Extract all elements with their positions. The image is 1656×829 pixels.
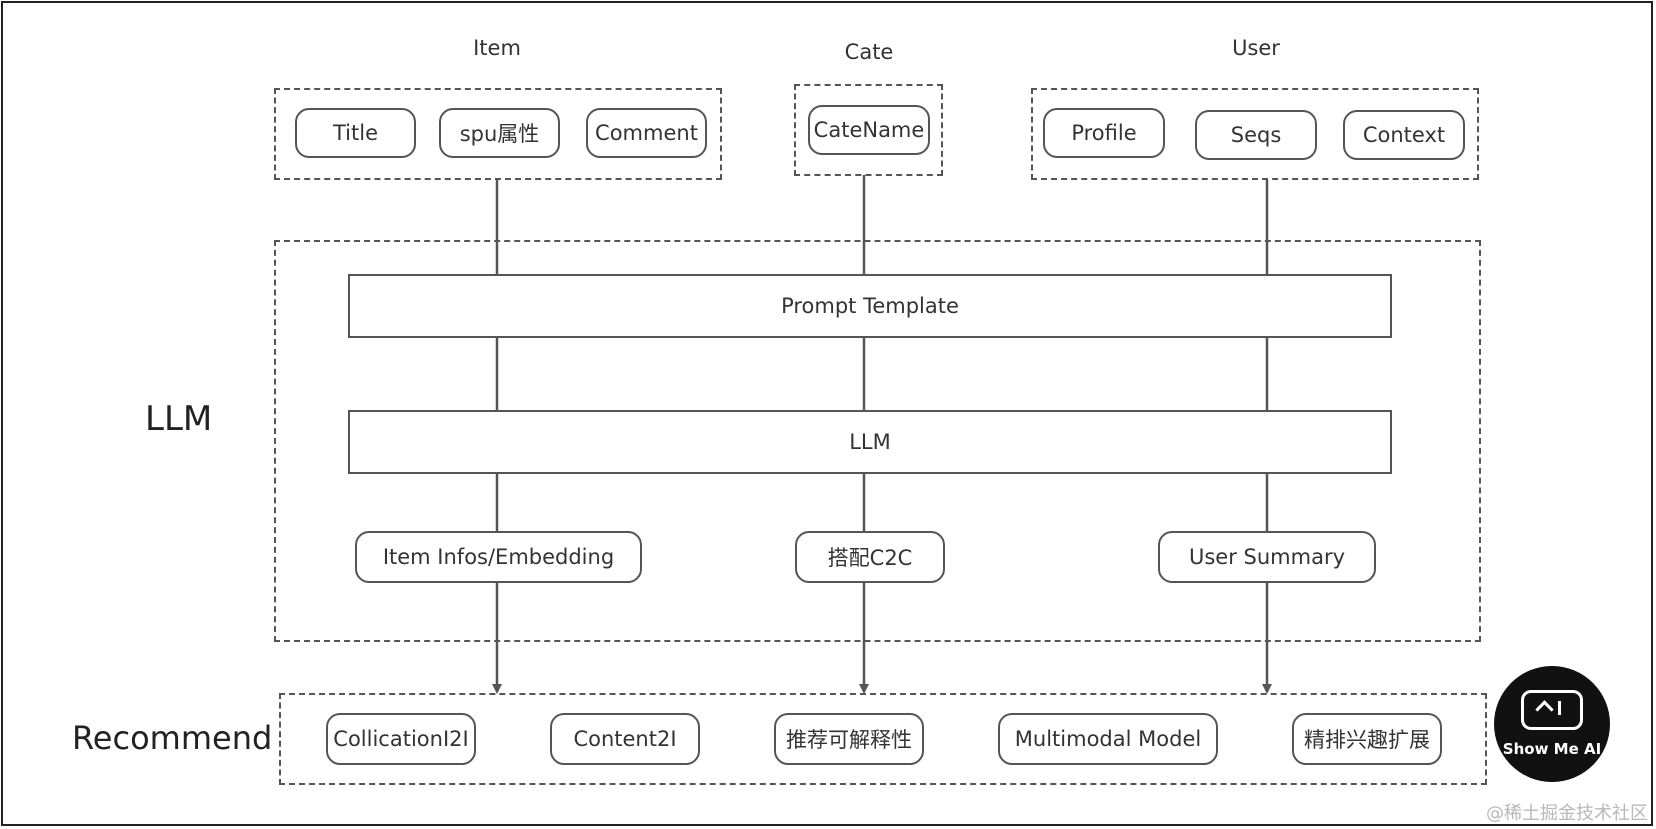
user-summary-node: User Summary bbox=[1158, 531, 1376, 583]
recommend-section-label: Recommend bbox=[72, 719, 273, 757]
llm-bar: LLM bbox=[348, 410, 1392, 474]
recommend-explainability-node: 推荐可解释性 bbox=[774, 713, 924, 765]
item-title-node: Title bbox=[295, 108, 416, 158]
recommend-section-box bbox=[279, 693, 1487, 785]
item-group-box bbox=[274, 88, 722, 180]
cate-group-box bbox=[794, 84, 943, 176]
user-profile-node: Profile bbox=[1043, 108, 1165, 158]
item-infos-embedding-node: Item Infos/Embedding bbox=[355, 531, 642, 583]
multimodal-model-node: Multimodal Model bbox=[998, 713, 1218, 765]
screen-face-icon bbox=[1521, 690, 1583, 730]
logo-text: Show Me AI bbox=[1502, 740, 1602, 758]
c2c-node: 搭配C2C bbox=[795, 531, 945, 583]
user-group-label: User bbox=[1232, 36, 1280, 60]
llm-section-label: LLM bbox=[145, 399, 213, 439]
item-spu-node: spu属性 bbox=[439, 108, 560, 158]
watermark: @稀土掘金技术社区 bbox=[1486, 803, 1648, 824]
item-comment-node: Comment bbox=[586, 108, 707, 158]
llm-section-box bbox=[274, 240, 1481, 642]
item-group-label: Item bbox=[473, 36, 521, 60]
cate-group-label: Cate bbox=[844, 40, 894, 64]
user-group-box bbox=[1031, 88, 1479, 180]
content2i-node: Content2I bbox=[550, 713, 700, 765]
cate-name-node: CateName bbox=[808, 105, 930, 155]
prompt-template-bar: Prompt Template bbox=[348, 274, 1392, 338]
collication-i2i-node: CollicationI2I bbox=[326, 713, 476, 765]
show-me-ai-logo: Show Me AI bbox=[1494, 666, 1610, 782]
user-context-node: Context bbox=[1343, 110, 1465, 160]
user-seqs-node: Seqs bbox=[1195, 110, 1317, 160]
ranking-interest-expansion-node: 精排兴趣扩展 bbox=[1292, 713, 1442, 765]
